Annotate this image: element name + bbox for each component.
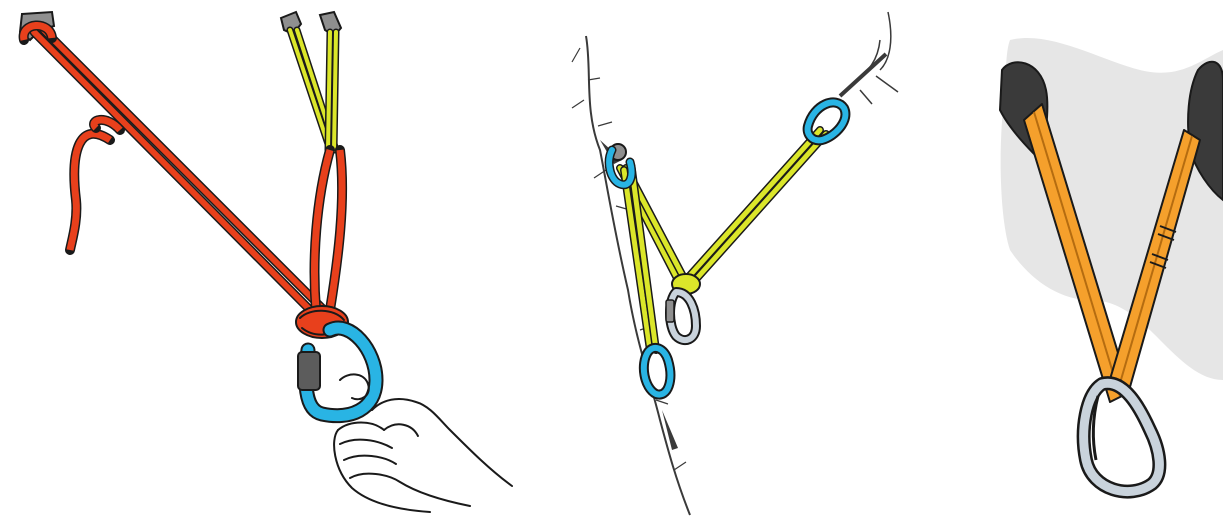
red-rope-tail-loop bbox=[70, 120, 120, 250]
blue-carabiner bbox=[298, 328, 376, 416]
blue-carabiner-lower bbox=[644, 348, 671, 395]
cam-right bbox=[840, 54, 886, 96]
panel-sling-anchor bbox=[1000, 38, 1223, 492]
silver-carabiner bbox=[1084, 383, 1160, 491]
red-rope-right-loop bbox=[315, 150, 343, 310]
blue-carabiner-upper-right bbox=[808, 102, 846, 140]
yellow-cord-anchor bbox=[620, 130, 826, 350]
silver-carabiner-master bbox=[666, 292, 696, 340]
panel-rope-anchor bbox=[20, 12, 512, 512]
yellow-cord-pair bbox=[290, 30, 336, 150]
carabiner-lock-sleeve bbox=[298, 352, 320, 390]
panel-crack-anchor bbox=[572, 12, 898, 515]
hand-outline bbox=[334, 374, 512, 512]
